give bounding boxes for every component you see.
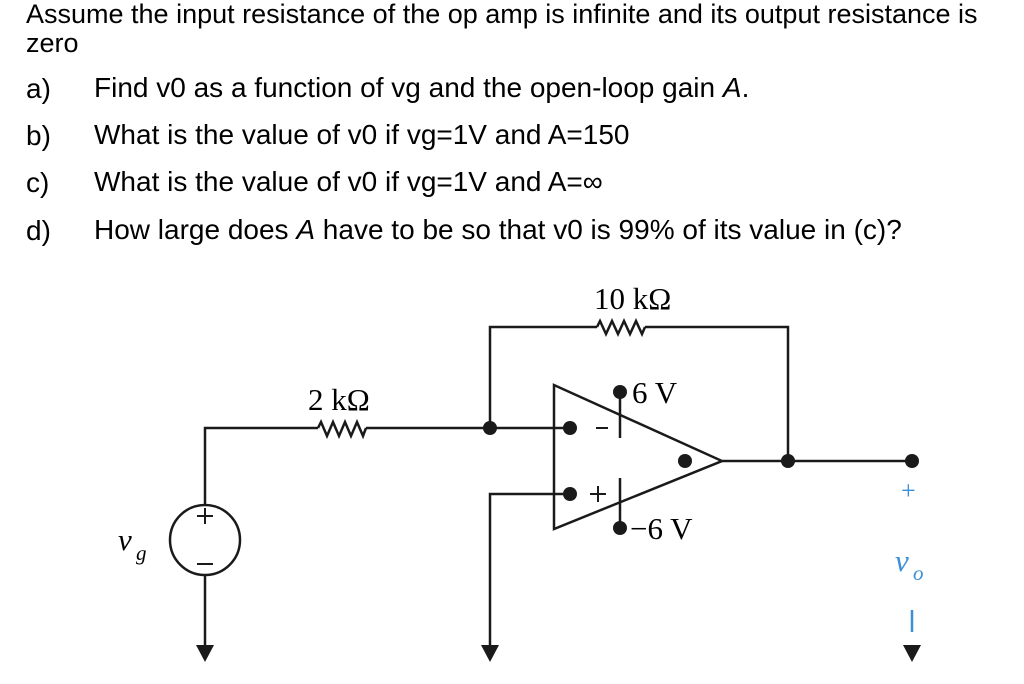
opamp-triangle xyxy=(552,383,726,531)
opamp-plus-mark xyxy=(590,486,606,502)
resistor-feedback xyxy=(595,318,647,338)
supply-negative-node xyxy=(613,521,627,535)
label-supply-positive: 6 V xyxy=(632,375,678,410)
question-label: c) xyxy=(26,167,50,198)
label-source-sub: g xyxy=(136,541,147,565)
question-text: What is the value of v0 if vg=1V and A=∞ xyxy=(94,166,603,197)
label-output-sub: o xyxy=(913,561,924,585)
wire-feedback-left xyxy=(488,325,597,428)
label-supply-negative: −6 V xyxy=(630,511,693,546)
wire-feedback-right xyxy=(645,325,790,461)
opamp-inverting-pin xyxy=(563,421,577,435)
wire-source-to-r-input xyxy=(203,426,318,505)
node-output xyxy=(781,454,795,468)
opamp-noninverting-pin xyxy=(563,487,577,501)
label-output-name: v xyxy=(895,543,909,578)
question-text: How large does A have to be so that v0 i… xyxy=(94,214,902,245)
opamp-output-pin xyxy=(678,454,692,468)
problem-intro: Assume the input resistance of the op am… xyxy=(26,0,978,59)
problem-text: Assume the input resistance of the op am… xyxy=(26,0,1016,246)
output-terminal xyxy=(905,454,919,468)
source-plus-mark xyxy=(197,508,213,524)
node-inverting xyxy=(483,421,497,435)
ground-arrow-source xyxy=(196,645,214,662)
question-text: Find v0 as a function of vg and the open… xyxy=(94,72,750,103)
output-terminal-negative xyxy=(903,645,921,662)
label-r-feedback: 10 kΩ xyxy=(594,281,671,316)
wire-noninverting-ground xyxy=(488,492,570,645)
label-output-plus: + xyxy=(901,476,916,505)
question-label: d) xyxy=(26,215,51,246)
voltage-source xyxy=(168,503,242,577)
label-source-name: v xyxy=(118,522,132,557)
question-text: What is the value of v0 if vg=1V and A=1… xyxy=(94,119,630,150)
question-label: a) xyxy=(26,73,51,104)
supply-positive-node xyxy=(613,385,627,399)
question-label: b) xyxy=(26,120,51,151)
resistor-input xyxy=(316,418,368,440)
label-r-input: 2 kΩ xyxy=(308,382,370,417)
ground-arrow-noninverting xyxy=(481,645,499,662)
